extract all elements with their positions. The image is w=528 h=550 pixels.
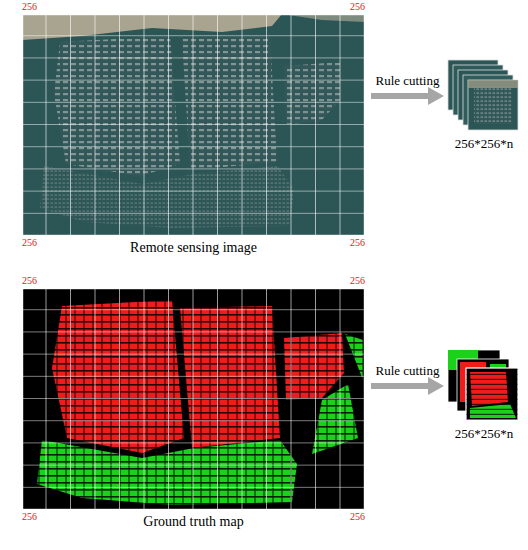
label-stack [448,350,518,420]
size-label: 256*256*n [448,136,520,151]
ground-truth-picture [22,288,365,510]
size-label: 256 [350,237,365,249]
image-caption: Remote sensing image [22,240,365,256]
cut-arrow [371,377,444,395]
size-label: 256 [22,237,37,249]
image-panel: Ground truth map [22,288,365,530]
size-label: 256 [22,1,37,13]
size-label: 256 [350,275,365,287]
size-label: 256 [22,275,37,287]
edge-label: Rule cutting [376,363,440,378]
size-label: 256 [350,511,365,523]
size-label: 256*256*n [448,426,520,441]
remote-sensing-picture [22,14,365,236]
edge-label: Rule cutting [376,73,440,88]
tile-stack [448,60,518,130]
cut-arrow [371,87,444,105]
image-panel: Remote sensing image [22,14,365,256]
tile-stack-box: 256*256*n [448,60,520,151]
image-caption: Ground truth map [22,514,365,530]
tile-stack-box: 256*256*n [448,350,520,441]
size-label: 256 [22,511,37,523]
size-label: 256 [350,1,365,13]
